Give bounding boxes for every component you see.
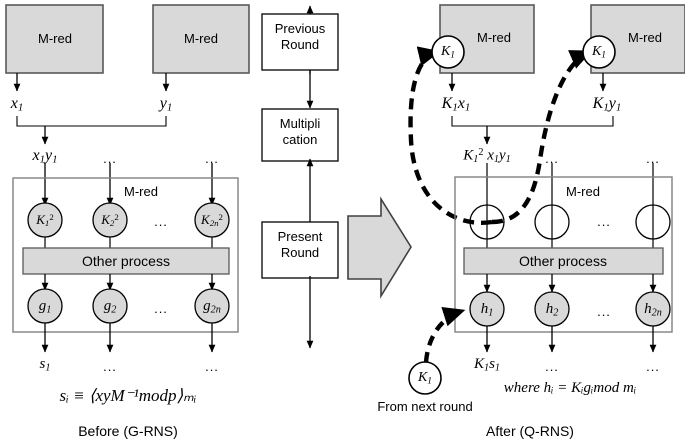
right-mred-container (454, 176, 673, 333)
right-label-k1x1: K1x1 (441, 95, 471, 114)
box-multiplication-label: Multipli cation (280, 117, 320, 146)
box-present-round (261, 221, 339, 279)
left-label-k2sq: K22 (101, 212, 119, 229)
left-label-g2: g2 (103, 298, 117, 316)
left-caption: Before (G-RNS) (78, 423, 178, 439)
right-label-h2n: h2n (644, 301, 662, 319)
left-dots-out-2: ... (205, 359, 219, 374)
right-circle-k1-next-round (408, 361, 442, 395)
right-bracket-join (451, 116, 614, 127)
right-formula: where hᵢ = Kᵢgᵢmod mᵢ (503, 380, 637, 396)
left-label-g1: g1 (38, 298, 52, 316)
right-label-k1sq-x1y1: K12 x1y1 (463, 147, 511, 166)
right-label-k1y1: K1y1 (592, 95, 622, 114)
right-mred-box-ky-label: M-red (628, 30, 662, 45)
dashed-feedback-curve-1 (408, 46, 493, 225)
box-previous-round (261, 13, 339, 71)
left-label-y1: y1 (159, 95, 173, 114)
left-dots-top-1: ... (103, 151, 117, 166)
right-dots-top-2: ... (646, 151, 660, 166)
right-other-process-bar (463, 247, 664, 275)
right-label-h1: h1 (480, 301, 494, 319)
mult-line1: Multipli (279, 116, 321, 131)
left-label-x1y1: x1y1 (32, 147, 58, 166)
present-round-line2: Round (280, 245, 320, 260)
left-container-label: M-red (124, 184, 158, 199)
right-caption: After (Q-RNS) (486, 423, 574, 439)
right-dots-h: ... (597, 304, 611, 319)
right-dots-top-1: ... (545, 151, 559, 166)
right-dots-out-1: ... (545, 359, 559, 374)
left-dots-top-2: ... (205, 151, 219, 166)
right-mred-box-kx-label: M-red (477, 30, 511, 45)
right-label-h2: h2 (545, 301, 559, 319)
right-container-label: M-red (566, 184, 600, 199)
left-other-process-bar (22, 247, 230, 275)
transition-block-arrow (347, 196, 412, 299)
left-mred-box-x (5, 4, 104, 74)
left-label-s1: s1 (39, 356, 51, 374)
right-circle-empty-2 (534, 204, 570, 240)
bracket-xy-join (16, 116, 167, 127)
mult-line2: cation (282, 132, 318, 147)
right-dots-circles: ... (597, 214, 611, 229)
right-circle-k1-top-right (582, 35, 616, 69)
left-dots-k: ... (154, 214, 168, 229)
present-round-line1: Present (277, 229, 323, 244)
right-other-process-label: Other process (519, 253, 607, 269)
right-dots-out-2: ... (646, 359, 660, 374)
left-other-process-label: Other process (82, 253, 170, 269)
right-circle-empty-1 (469, 204, 505, 240)
right-circle-empty-3 (635, 204, 671, 240)
right-circle-k1-top-left (431, 35, 465, 69)
dashed-feedback-curve-2 (491, 49, 593, 225)
right-label-k1-top-left: K1 (440, 44, 456, 61)
prev-round-line2: Round (280, 37, 320, 52)
right-label-k1s1: K1s1 (473, 356, 501, 374)
right-label-k1-next-round: K1 (417, 370, 433, 387)
left-mred-box-x-label: M-red (38, 31, 72, 46)
left-label-k1sq: K12 (36, 212, 54, 229)
left-mred-box-y (152, 4, 250, 74)
prev-round-line1: Previous (274, 21, 326, 36)
left-label-k2nsq: K2n2 (201, 212, 223, 229)
left-label-x1: x1 (10, 95, 24, 114)
left-label-g2n: g2n (203, 298, 221, 316)
from-next-round-label: From next round (377, 399, 473, 414)
box-present-round-label: Present Round (278, 230, 323, 259)
dashed-feedback-curve-3 (423, 306, 466, 363)
left-dots-out-1: ... (103, 359, 117, 374)
left-mred-container (12, 177, 239, 333)
left-formula: sᵢ ≡ ⟨xyM⁻¹modp⟩ₘᵢ (59, 386, 197, 405)
left-dots-g: ... (154, 301, 168, 316)
left-mred-box-y-label: M-red (184, 31, 218, 46)
box-previous-round-label: Previous Round (275, 22, 326, 51)
box-multiplication (261, 108, 339, 162)
right-label-k1-top-right: K1 (591, 44, 607, 61)
